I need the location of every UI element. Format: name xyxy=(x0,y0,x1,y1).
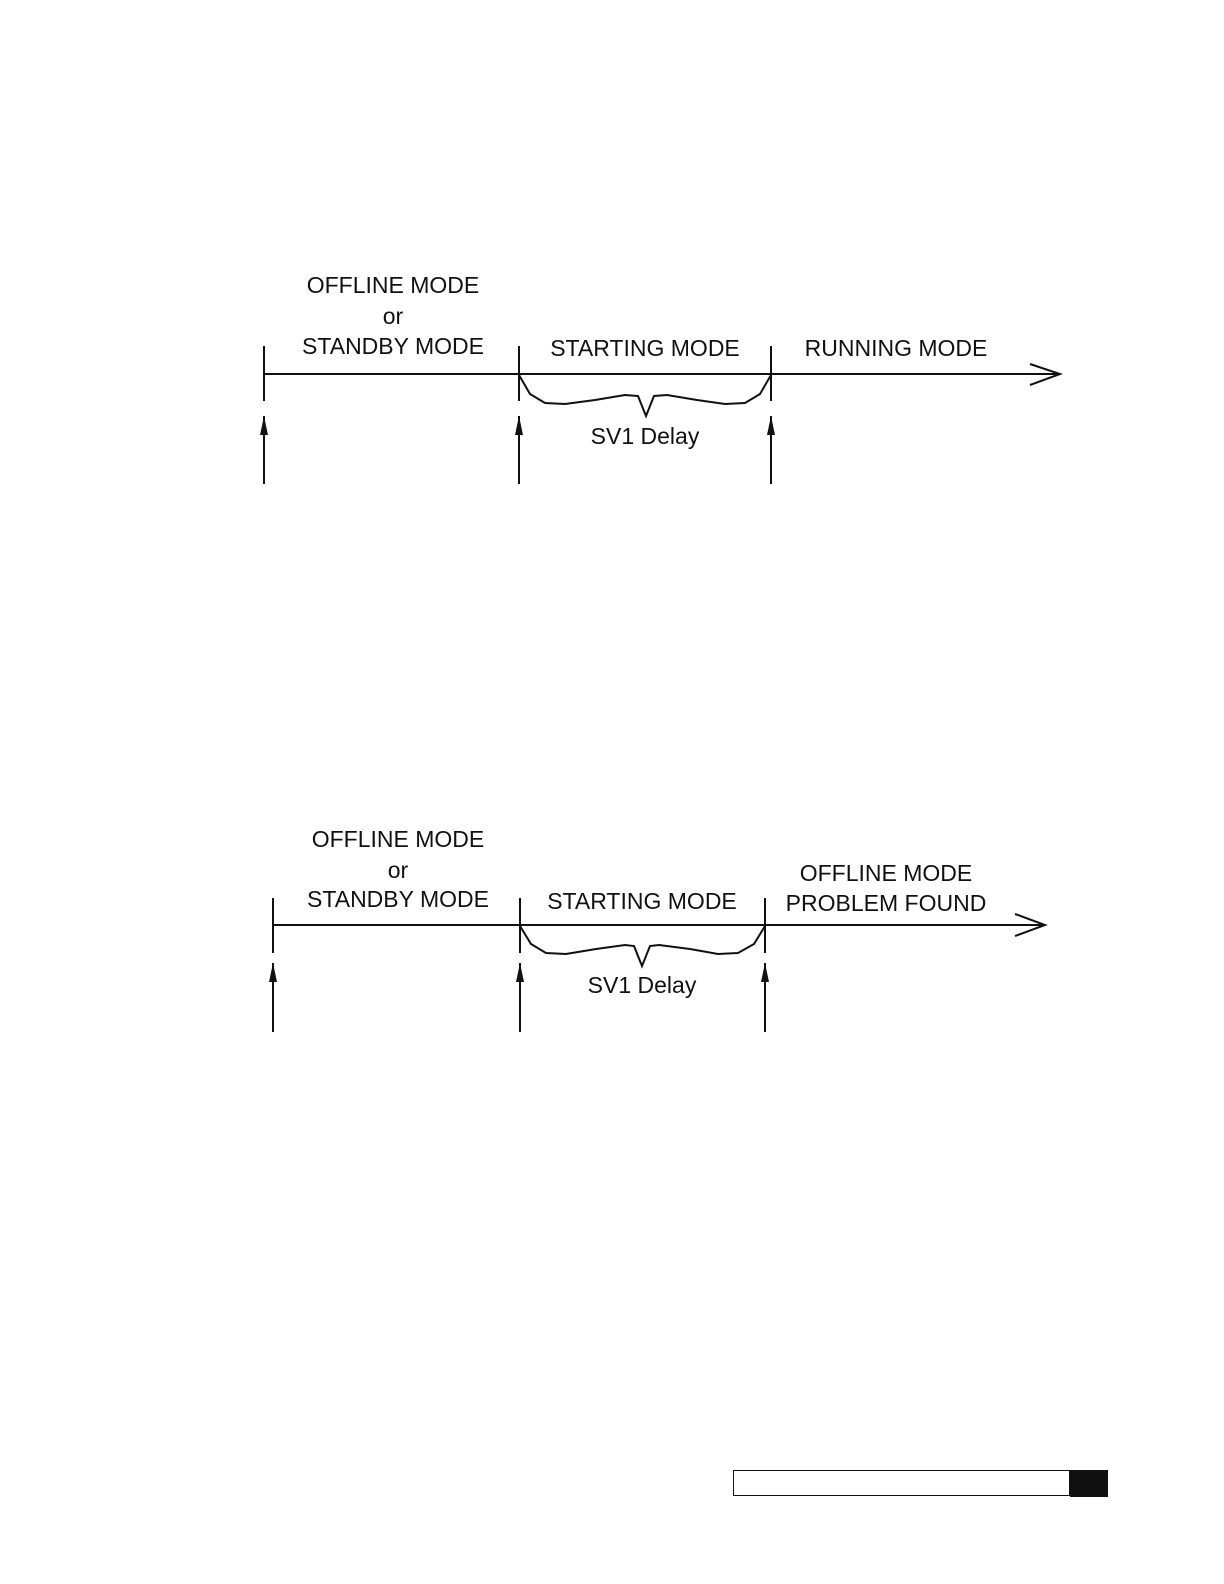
sv1-delay-label: SV1 Delay xyxy=(591,423,700,449)
event-arrow-sv1-close-head xyxy=(761,963,769,982)
page-footer-tab xyxy=(1070,1470,1108,1497)
before-label-line1: OFFLINE MODE xyxy=(312,826,485,852)
before-label-line3: STANDBY MODE xyxy=(307,886,489,912)
after-label-line1: RUNNING MODE xyxy=(805,335,988,361)
timeline-diagram-normal-start: OFFLINE MODE or STANDBY MODE STARTING MO… xyxy=(260,272,1060,484)
sv1-delay-label: SV1 Delay xyxy=(588,972,697,998)
event-arrow-start-head xyxy=(269,963,277,982)
timeline-diagram-problem-found: OFFLINE MODE or STANDBY MODE STARTING MO… xyxy=(269,826,1045,1032)
before-label-line3: STANDBY MODE xyxy=(302,333,484,359)
page-footer-box xyxy=(733,1470,1070,1496)
event-arrow-sv1-open-head xyxy=(515,416,523,435)
middle-label: STARTING MODE xyxy=(550,335,740,361)
after-label-line2: PROBLEM FOUND xyxy=(786,890,987,916)
before-label-line1: OFFLINE MODE xyxy=(307,272,480,298)
event-arrow-sv1-close-head xyxy=(767,416,775,435)
middle-label: STARTING MODE xyxy=(547,888,737,914)
after-label-line1: OFFLINE MODE xyxy=(800,860,973,886)
event-arrow-sv1-open-head xyxy=(516,963,524,982)
sv1-delay-brace xyxy=(519,375,771,416)
before-label-line2: or xyxy=(388,857,409,883)
event-arrow-start-head xyxy=(260,416,268,435)
before-label-line2: or xyxy=(383,303,404,329)
sv1-delay-brace xyxy=(520,926,765,966)
